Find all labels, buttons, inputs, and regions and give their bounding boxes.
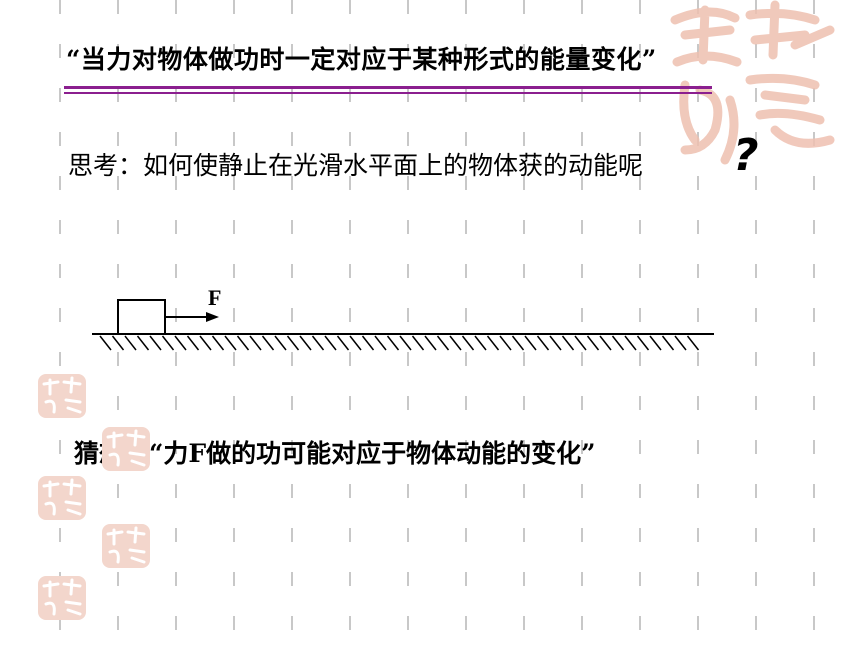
hatch-mark	[311, 335, 325, 351]
hatch-mark	[374, 335, 387, 351]
small-seal-icon	[38, 374, 86, 418]
guess-statement: 猜想：“力F做的功可能对应于物体动能的变化”	[74, 439, 596, 468]
hatch-mark	[349, 335, 362, 351]
hatch-mark	[299, 335, 312, 351]
hatch-mark	[236, 335, 250, 351]
hatch-mark	[136, 335, 150, 351]
hatch-mark	[561, 335, 575, 351]
hatch-mark	[574, 335, 587, 351]
hatch-mark	[149, 335, 162, 351]
hatch-mark	[399, 335, 412, 351]
hatch-mark	[186, 335, 200, 351]
hatch-mark	[661, 335, 675, 351]
hatch-mark	[649, 335, 662, 351]
hatch-mark	[449, 335, 462, 351]
hatch-mark	[274, 335, 287, 351]
hatch-mark	[586, 335, 600, 351]
force-label: F	[208, 285, 221, 310]
hatch-mark	[249, 335, 262, 351]
hatch-mark	[461, 335, 475, 351]
hatch-mark	[486, 335, 500, 351]
hatch-mark	[436, 335, 450, 351]
arrow-head	[206, 312, 219, 322]
hatch-mark	[111, 335, 125, 351]
hatch-mark	[411, 335, 425, 351]
small-seal-icon	[38, 576, 86, 620]
hatch-mark	[324, 335, 337, 351]
hatch-mark	[674, 335, 687, 351]
ground-hatching	[99, 335, 700, 351]
hatch-mark	[361, 335, 375, 351]
hatch-mark	[424, 335, 437, 351]
hatch-mark	[199, 335, 212, 351]
hatch-mark	[161, 335, 175, 351]
hatch-mark	[611, 335, 625, 351]
hatch-mark	[211, 335, 225, 351]
hatch-mark	[599, 335, 612, 351]
hatch-mark	[224, 335, 237, 351]
hatch-mark	[386, 335, 400, 351]
hatch-mark	[549, 335, 562, 351]
question-mark: ?	[733, 130, 759, 181]
small-seal-icon	[102, 524, 150, 568]
hatch-mark	[524, 335, 537, 351]
small-seal-icon	[38, 476, 86, 520]
slide-title: “当力对物体做功时一定对应于某种形式的能量变化”	[66, 45, 657, 74]
hatch-mark	[499, 335, 512, 351]
title-underline	[64, 86, 712, 96]
hatch-mark	[536, 335, 550, 351]
hatch-mark	[124, 335, 137, 351]
hatch-mark	[624, 335, 637, 351]
hatch-mark	[336, 335, 350, 351]
hatch-mark	[99, 335, 112, 351]
block	[117, 299, 166, 335]
hatch-mark	[686, 335, 700, 351]
think-question: 思考：如何使静止在光滑水平面上的物体获的动能呢	[68, 151, 644, 180]
small-seal-icon	[102, 427, 150, 471]
hatch-mark	[474, 335, 487, 351]
hatch-mark	[636, 335, 650, 351]
auspicious-seal-icon	[670, 0, 835, 165]
hatch-mark	[261, 335, 275, 351]
hatch-mark	[511, 335, 525, 351]
hatch-mark	[286, 335, 300, 351]
hatch-mark	[174, 335, 187, 351]
